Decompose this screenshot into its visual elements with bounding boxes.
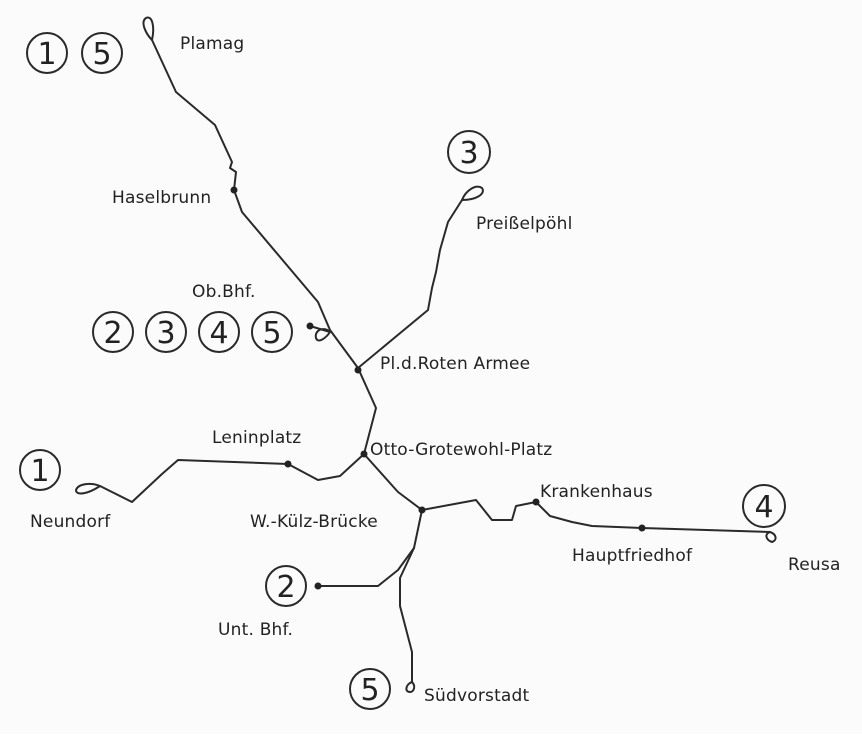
station-label-neundorf: Neundorf [30, 512, 111, 532]
line-badge-ring-ob-bhf-3 [145, 311, 187, 353]
station-label-haselbrunn: Haselbrunn [112, 188, 212, 208]
stop-dot-haselbrunn [230, 186, 238, 194]
line-badge-ring-ob-bhf-4 [198, 311, 240, 353]
route-kuelz-reusa [421, 499, 771, 533]
line-badge-reusa-4: 4 [754, 490, 773, 525]
route-haselbrunn-roten-armee [233, 189, 359, 369]
line-badge-ring-reusa-4 [742, 484, 786, 528]
station-label-hauptfriedhof: Hauptfriedhof [572, 546, 693, 566]
line-badge-plamag-5: 5 [92, 37, 111, 72]
station-label-suedvorstadt: Südvorstadt [424, 686, 530, 706]
line-badge-ob-bhf-3: 3 [156, 316, 175, 351]
station-label-preisselpoehl: Preißelpöhl [476, 214, 573, 234]
stop-dot-ob-bhf [306, 322, 314, 330]
station-label-plamag: Plamag [180, 34, 245, 54]
line-badge-ob-bhf-4: 4 [209, 316, 228, 351]
line-badge-ring-suedvorstadt-5 [349, 668, 391, 710]
stop-dot-roten-armee [354, 366, 362, 374]
line-badge-ring-plamag-1 [26, 32, 68, 74]
route-preisselpoehl-branch [357, 199, 463, 369]
station-label-ob-bhf: Ob.Bhf. [192, 282, 256, 302]
line-badge-preisselpoehl-3: 3 [459, 136, 478, 171]
route-grotewohl-kuelz [363, 453, 423, 511]
route-reusa-loop [765, 531, 777, 543]
route-neundorf-loop [75, 482, 101, 495]
line-badge-ring-plamag-5 [81, 32, 123, 74]
line-badge-plamag-1: 1 [37, 37, 56, 72]
line-badge-ob-bhf-2: 2 [103, 316, 122, 351]
station-label-kuelz-bruecke: W.-Külz-Brücke [250, 512, 378, 532]
station-label-leninplatz: Leninplatz [212, 428, 302, 448]
route-ob-bhf-spur [309, 325, 331, 342]
route-plamag-loop [142, 16, 155, 41]
stop-dot-krankenhaus [532, 498, 540, 506]
line-badge-unt-bhf-2: 2 [276, 570, 295, 605]
line-badge-suedvorstadt-5: 5 [360, 673, 379, 708]
stop-dot-grotewohl [360, 450, 368, 458]
route-suedvorstadt-loop [405, 681, 416, 693]
stop-dot-kuelz-bruecke [418, 506, 426, 514]
line-badge-ob-bhf-5: 5 [262, 316, 281, 351]
line-badge-ring-preisselpoehl-3 [447, 130, 491, 174]
stop-dot-leninplatz [284, 460, 292, 468]
route-roten-armee-grotewohl [357, 367, 377, 455]
station-label-otto-grotewohl-platz: Otto-Grotewohl-Platz [370, 440, 553, 460]
stop-dot-hauptfriedhof [638, 524, 646, 532]
line-badge-ring-ob-bhf-5 [251, 311, 293, 353]
route-suedvorstadt-branch [399, 547, 415, 683]
station-label-pl-roten-armee: Pl.d.Roten Armee [380, 354, 531, 374]
station-label-unt-bhf: Unt. Bhf. [218, 620, 294, 640]
route-grotewohl-neundorf [99, 453, 365, 503]
station-label-reusa: Reusa [788, 555, 841, 575]
route-preisselpoehl-loop [461, 185, 484, 201]
line-badge-ring-neundorf-1 [19, 449, 61, 491]
route-plamag-haselbrunn [151, 39, 237, 191]
station-label-krankenhaus: Krankenhaus [540, 482, 653, 502]
route-kuelz-south [413, 509, 423, 549]
line-badge-ring-unt-bhf-2 [265, 565, 307, 607]
line-badge-ring-ob-bhf-2 [92, 311, 134, 353]
line-badge-neundorf-1: 1 [30, 454, 49, 489]
stop-dot-unt-bhf [314, 582, 322, 590]
route-unt-bhf-branch [317, 547, 415, 587]
